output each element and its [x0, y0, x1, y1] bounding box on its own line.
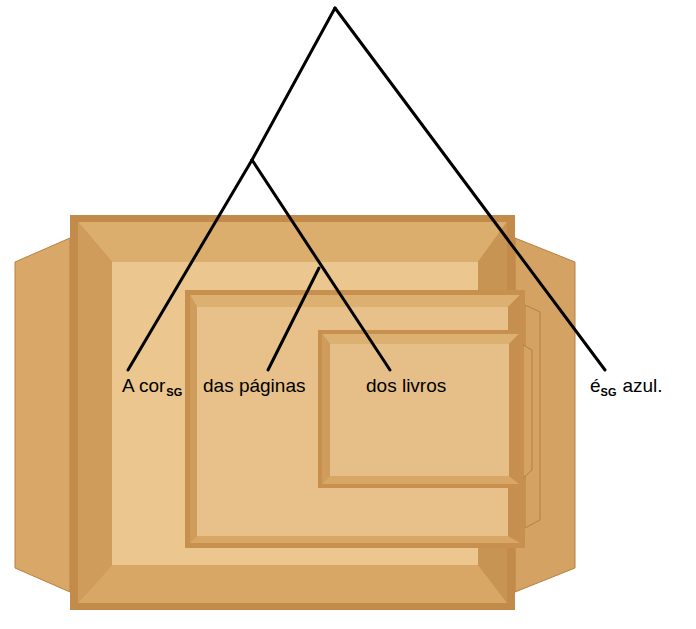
- box-flap: [15, 238, 70, 592]
- predicate-row: éSG azul.: [590, 375, 663, 403]
- phrase-word: das páginas: [203, 375, 305, 396]
- phrase-word: é: [590, 375, 601, 396]
- tree-branch: [268, 268, 319, 370]
- box-floor: [330, 344, 509, 476]
- box-text-row: das páginas: [203, 375, 305, 398]
- box-text-row: dos livros: [366, 375, 446, 398]
- box-text-row: A corSG: [122, 375, 182, 403]
- tree-branch: [335, 8, 605, 370]
- box-flap: [523, 345, 532, 478]
- tree-branch: [252, 160, 390, 370]
- phrase-word: A cor: [122, 375, 165, 396]
- phrase-word: dos livros: [366, 375, 446, 396]
- tree-branch: [128, 160, 252, 370]
- nested-box: das páginas dos livros: [185, 290, 530, 548]
- box-wall: [190, 536, 520, 543]
- box-wall: [78, 565, 507, 603]
- tree-branch: [252, 8, 335, 160]
- box-wall: [322, 334, 330, 484]
- syntax-tree: [128, 8, 605, 370]
- box-wall: [509, 334, 519, 484]
- phrase-word: azul.: [622, 375, 662, 396]
- box-wall: [78, 222, 507, 262]
- box-wall: [322, 334, 519, 344]
- nested-box: dos livros: [318, 330, 523, 488]
- nested-box: A corSG das páginas dos livros: [15, 205, 580, 620]
- box-rim: [185, 290, 525, 548]
- number-subscript: SG: [601, 386, 617, 398]
- number-subscript: SG: [166, 386, 182, 398]
- box-wall: [322, 476, 519, 484]
- box-wall: [190, 295, 520, 307]
- box-wall: [190, 295, 197, 543]
- box-rim: [318, 330, 523, 488]
- box-wall: [78, 222, 112, 603]
- box-rim: [70, 215, 515, 610]
